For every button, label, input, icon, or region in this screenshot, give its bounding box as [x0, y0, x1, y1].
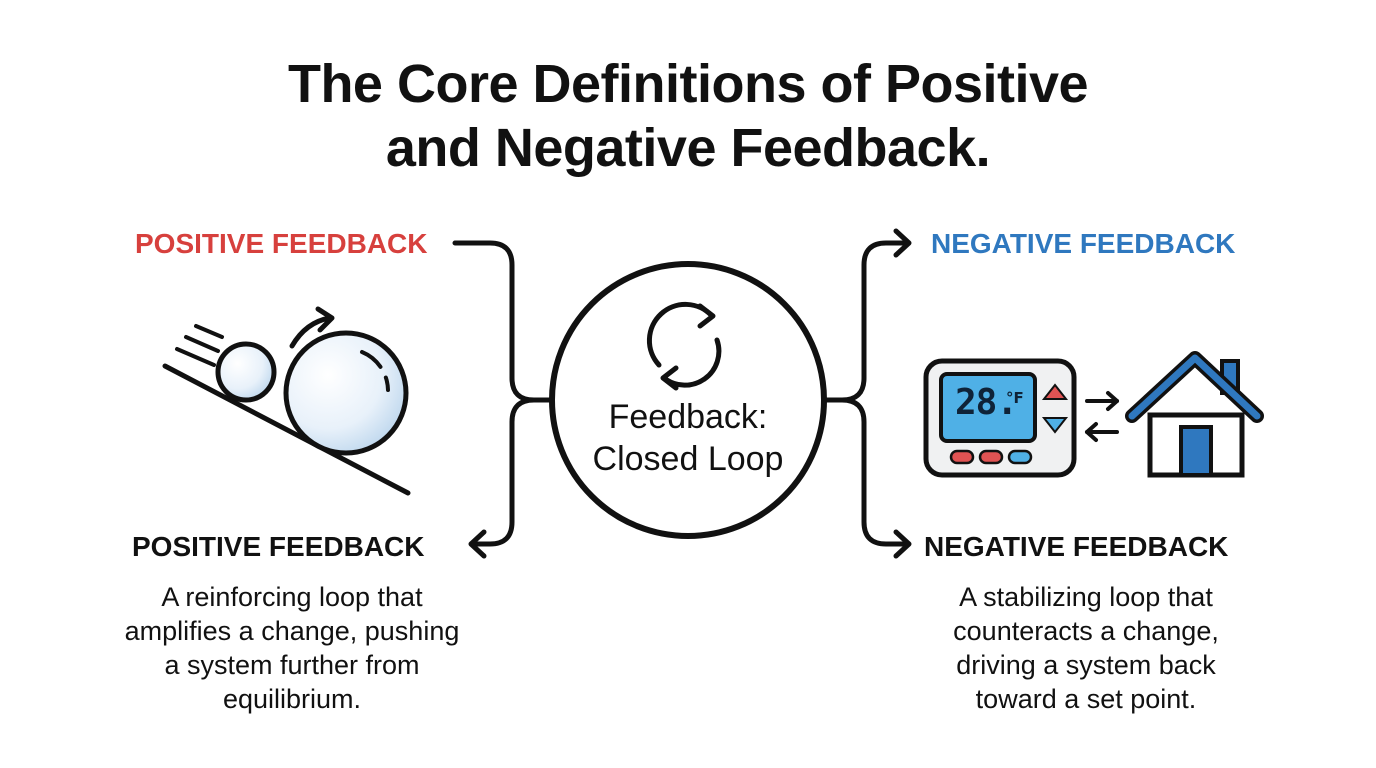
cycle-arrows-icon — [646, 301, 722, 391]
thermostat-unit: °F — [1006, 389, 1024, 407]
connector-bottom-left — [469, 397, 555, 547]
negative-feedback-heading-top: NEGATIVE FEEDBACK — [931, 228, 1236, 259]
connector-lines — [452, 228, 912, 559]
arrowhead-bottom-right — [893, 529, 912, 559]
negative-desc-line: counteracts a change, — [953, 616, 1219, 646]
center-line-2: Closed Loop — [592, 440, 784, 478]
positive-desc-line: a system further from — [164, 650, 420, 680]
page-title: The Core Definitions of Positive and Neg… — [0, 52, 1376, 180]
positive-desc-line: amplifies a change, pushing — [124, 616, 460, 646]
arrowhead-bottom-left — [468, 529, 487, 559]
negative-desc-line: driving a system back — [956, 650, 1216, 680]
positive-feedback-description: A reinforcing loop that amplifies a chan… — [82, 580, 502, 716]
positive-feedback-heading-top: POSITIVE FEEDBACK — [135, 228, 428, 259]
negative-desc-line: toward a set point. — [975, 684, 1197, 714]
center-circle — [549, 261, 827, 539]
positive-feedback-heading-bottom: POSITIVE FEEDBACK — [132, 531, 425, 562]
title-line-1: The Core Definitions of Positive — [287, 54, 1089, 114]
center-line-1: Feedback: — [608, 398, 768, 436]
negative-feedback-description: A stabilizing loop that counteracts a ch… — [876, 580, 1296, 716]
center-label: Feedback: Closed Loop — [560, 396, 816, 480]
negative-feedback-heading-bottom: NEGATIVE FEEDBACK — [924, 531, 1229, 562]
negative-desc-line: A stabilizing loop that — [959, 582, 1213, 612]
title-line-2: and Negative Feedback. — [385, 118, 991, 178]
arrowhead-top-right — [893, 228, 912, 258]
connector-bottom-right — [821, 397, 911, 547]
connector-top-right — [821, 240, 911, 403]
connector-top-left — [452, 240, 555, 403]
thermostat-house-icon — [923, 351, 1264, 478]
thermostat-reading: 28. — [954, 382, 1018, 423]
positive-desc-line: A reinforcing loop that — [161, 582, 423, 612]
rolling-snowball-icon — [162, 306, 411, 496]
positive-desc-line: equilibrium. — [222, 684, 362, 714]
